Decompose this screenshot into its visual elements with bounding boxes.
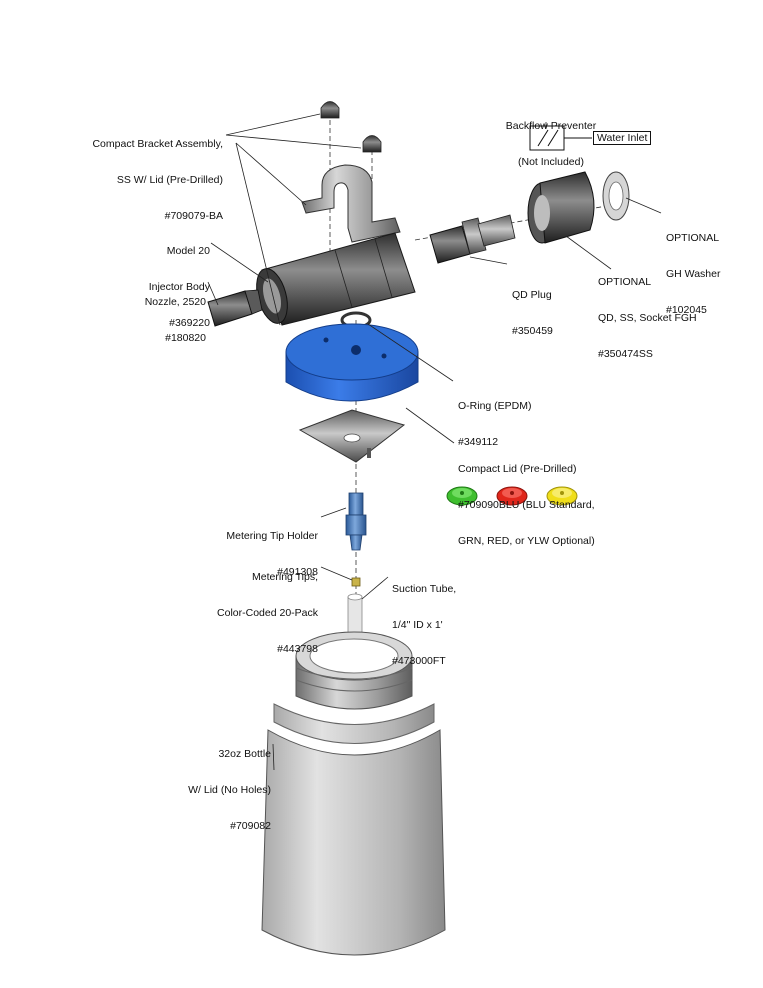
injector-line-1: Model 20 [166, 245, 210, 257]
lid-line-3: GRN, RED, or YLW Optional) [458, 535, 595, 547]
qd-socket-line-3: #350474SS [598, 348, 653, 360]
tip-holder-line-2: #491308 [277, 566, 318, 578]
bracket-line-1: Compact Bracket Assembly, [92, 138, 223, 150]
metering-tip [351, 577, 361, 587]
gh-washer-line-3: #102045 [666, 304, 707, 316]
compact-bracket [301, 164, 401, 243]
qd-socket [527, 171, 595, 244]
compact-lid-blue [285, 323, 419, 402]
bottle-line-1: 32oz Bottle [218, 748, 271, 760]
backflow-line-2: (Not Included) [518, 156, 584, 168]
injector-line-3: #369220 [169, 317, 210, 329]
water-inlet-label: Water Inlet [593, 131, 652, 145]
oring-line-2: #349112 [458, 436, 499, 448]
gh-washer-line-2: GH Washer [666, 268, 721, 280]
suction-line-2: 1/4" ID x 1' [392, 619, 443, 631]
bottle [261, 631, 446, 956]
lid-line-1: Compact Lid (Pre-Drilled) [458, 463, 577, 475]
callout-gh-washer: OPTIONAL GH Washer #102045 [666, 208, 756, 328]
backflow-preventer-symbol [529, 125, 592, 151]
injector-body [256, 232, 416, 326]
metering-tips-line-3: #443798 [277, 643, 318, 655]
gh-washer-line-1: OPTIONAL [666, 232, 720, 244]
oring-line-1: O-Ring (EPDM) [458, 400, 532, 412]
nozzle-line-2: #180820 [165, 332, 206, 344]
qd-socket-line-1: OPTIONAL [598, 276, 652, 288]
callout-backflow: Backflow Preventer (Not Included) [496, 96, 606, 180]
qd-socket-line-2: QD, SS, Socket FGH [598, 312, 697, 324]
cap-nut-left [320, 101, 340, 119]
optional-lid-red [496, 486, 528, 506]
backflow-line-1: Backflow Preventer [505, 120, 597, 132]
bracket-line-2: SS W/ Lid (Pre-Drilled) [116, 174, 223, 186]
metering-tips-line-2: Color-Coded 20-Pack [217, 607, 318, 619]
callout-qd-socket: OPTIONAL QD, SS, Socket FGH #350474SS [598, 252, 718, 372]
callout-qd-plug: QD Plug #350459 [512, 265, 582, 349]
callout-nozzle: Nozzle, 2520 #180820 [120, 272, 206, 356]
gh-washer [602, 171, 630, 221]
callout-leader-lines [207, 113, 662, 771]
callout-tip-holder: Metering Tip Holder #491308 [210, 506, 318, 590]
qd-plug [429, 214, 516, 264]
callout-injector: Model 20 Injector Body #369220 [120, 221, 210, 341]
callout-bottle: 32oz Bottle W/ Lid (No Holes) #709082 [168, 724, 271, 844]
lid-line-2: #709090BLU (BLU Standard, [458, 499, 595, 511]
optional-lid-green [446, 486, 478, 506]
injector-line-2: Injector Body [148, 281, 210, 293]
suction-line-3: #473000FT [392, 655, 446, 667]
callout-lid: Compact Lid (Pre-Drilled) #709090BLU (BL… [458, 439, 628, 559]
cap-nut-right [362, 135, 382, 153]
bracket-line-3: #709079-BA [164, 210, 223, 222]
lid-plate [298, 409, 406, 463]
callout-metering-tips: Metering Tips, Color-Coded 20-Pack #4437… [200, 547, 318, 667]
suction-line-1: Suction Tube, [392, 583, 457, 595]
callout-oring: O-Ring (EPDM) #349112 [458, 376, 558, 460]
bottle-line-3: #709082 [230, 820, 271, 832]
callout-suction-tube: Suction Tube, 1/4" ID x 1' #473000FT [392, 559, 482, 679]
bottle-line-2: W/ Lid (No Holes) [188, 784, 271, 796]
nozzle-line-1: Nozzle, 2520 [144, 296, 206, 308]
callout-bracket: Compact Bracket Assembly, SS W/ Lid (Pre… [78, 114, 223, 234]
qd-plug-line-2: #350459 [512, 325, 553, 337]
qd-plug-line-1: QD Plug [512, 289, 552, 301]
optional-lid-yellow [546, 486, 578, 506]
tip-holder-line-1: Metering Tip Holder [226, 530, 318, 542]
metering-tip-holder [345, 492, 367, 551]
nozzle [207, 289, 263, 327]
metering-tips-line-1: Metering Tips, [252, 571, 318, 583]
